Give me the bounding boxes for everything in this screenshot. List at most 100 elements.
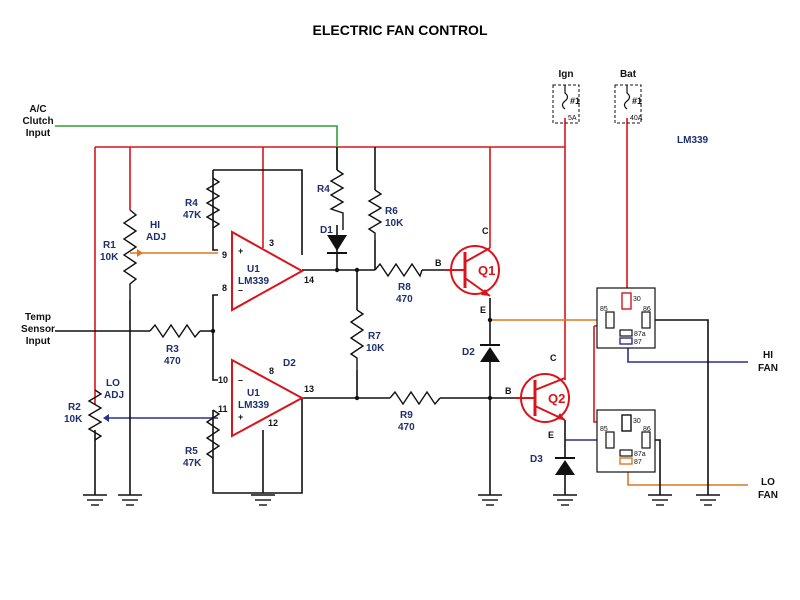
u1b-label: U1 (247, 388, 260, 399)
ign-fuse-rating: 5A (568, 115, 577, 122)
lo-relay-p30: 30 (633, 418, 641, 425)
q2-collector-pin: C (550, 353, 557, 363)
d2-label: D2 (462, 347, 475, 358)
ign-fuse-icon (561, 85, 569, 110)
r8-value: 470 (396, 294, 413, 305)
r6-label: R6 (385, 206, 398, 217)
u1b-pin10: 10 (218, 375, 228, 385)
chip-note: LM339 (677, 135, 709, 146)
r3-value: 470 (164, 356, 181, 367)
ground-1-icon (83, 494, 107, 506)
hi-adj-label-1: HI (150, 220, 160, 231)
hi-relay-p87a: 87a (634, 331, 646, 338)
u1b-pin12: 12 (268, 418, 278, 428)
bat-fuse-icon (623, 85, 631, 110)
q2-transistor (515, 373, 570, 423)
r1-wiper-arrow (137, 249, 143, 257)
ground-7-icon (696, 494, 720, 506)
r1-value: 10K (100, 252, 119, 263)
temp-input-label-2: Sensor (21, 324, 55, 335)
hi-relay-p85: 85 (600, 306, 608, 313)
q1-transistor (445, 245, 500, 297)
u1a-label: U1 (247, 264, 260, 275)
hi-relay-p86: 86 (643, 306, 651, 313)
r8-resistor (374, 262, 423, 278)
lo-fan-label-2: FAN (758, 490, 778, 501)
ac-input-wire (55, 125, 338, 170)
hi-fan-label-1: HI (763, 350, 773, 361)
q2-label: Q2 (548, 391, 565, 406)
r6-resistor (367, 189, 383, 240)
bat-label: Bat (620, 69, 637, 80)
d1-label: D1 (320, 225, 333, 236)
ground-4-icon (478, 494, 502, 506)
r3-label: R3 (166, 344, 179, 355)
hi-relay-p30: 30 (633, 296, 641, 303)
bat-fuse-rating: 40A (630, 115, 643, 122)
r1-resistor (122, 209, 138, 300)
ign-fuse-box (552, 84, 580, 124)
ground-2-icon (118, 494, 142, 506)
u1a-pin8: 8 (222, 283, 227, 293)
u1a-pin9: 9 (222, 250, 227, 260)
r4-feedback-top-wire (213, 169, 303, 255)
u1b-comparator (231, 358, 305, 438)
r4-feedback-resistor (205, 177, 221, 229)
r5-resistor (205, 409, 221, 459)
ac-input-label-3: Input (26, 128, 51, 139)
r5-label: R5 (185, 446, 198, 457)
r9-resistor (389, 390, 441, 406)
junctions (210, 267, 493, 401)
r3-to-u1b-wire (212, 331, 218, 381)
u1a-plus: + (238, 246, 243, 256)
wires (55, 118, 748, 495)
ground-symbols (83, 494, 720, 506)
lo-relay-p86: 86 (643, 426, 651, 433)
temp-input-label-1: Temp (25, 312, 51, 323)
u1b-pin13: 13 (304, 384, 314, 394)
hi-adj-label-2: ADJ (146, 232, 166, 243)
ground-5-icon (553, 494, 577, 506)
hi-relay (596, 287, 656, 349)
u1b-plus: + (238, 412, 243, 422)
bat-fuse-box (614, 84, 642, 124)
d3-label: D3 (530, 454, 543, 465)
ground-6-icon (648, 494, 672, 506)
r4-diode-resistor (329, 169, 345, 230)
d2-secondary-label: D2 (283, 358, 296, 369)
q1-collector-pin: C (482, 226, 489, 236)
diagram-title: ELECTRIC FAN CONTROL (313, 22, 488, 38)
r7-label: R7 (368, 331, 381, 342)
r8-label: R8 (398, 282, 411, 293)
u1a-comparator (231, 230, 305, 312)
lo-relay-p87a: 87a (634, 451, 646, 458)
bat-fuse-number: #1 (632, 96, 642, 106)
r6-value: 10K (385, 218, 404, 229)
q2-base-pin: B (505, 386, 512, 396)
lo-adj-label-1: LO (106, 378, 120, 389)
hi-relay-86-ground-wire (645, 319, 709, 495)
lo-adj-label-2: ADJ (104, 390, 124, 401)
r4-feedback-value: 47K (183, 210, 202, 221)
r9-label: R9 (400, 410, 413, 421)
u1a-part: LM339 (238, 276, 270, 287)
u1b-part: LM339 (238, 400, 270, 411)
hi-fan-label-2: FAN (758, 363, 778, 374)
ac-input-label-2: Clutch (22, 116, 53, 127)
ground-3-icon (251, 494, 275, 506)
r9-value: 470 (398, 422, 415, 433)
r5-value: 47K (183, 458, 202, 469)
u1a-minus: – (238, 285, 243, 295)
ign-fuse-number: #1 (570, 96, 580, 106)
lo-relay (596, 409, 656, 473)
r4-left-wire (212, 170, 218, 251)
r4-diode-label: R4 (317, 184, 330, 195)
lo-relay-p87: 87 (634, 459, 642, 466)
lo-relay-p85: 85 (600, 426, 608, 433)
r5-feedback-wire (212, 398, 303, 494)
q2-emitter-pin: E (548, 430, 554, 440)
r7-resistor (349, 309, 365, 370)
r2-label: R2 (68, 402, 81, 413)
u1a-pin14: 14 (304, 275, 314, 285)
